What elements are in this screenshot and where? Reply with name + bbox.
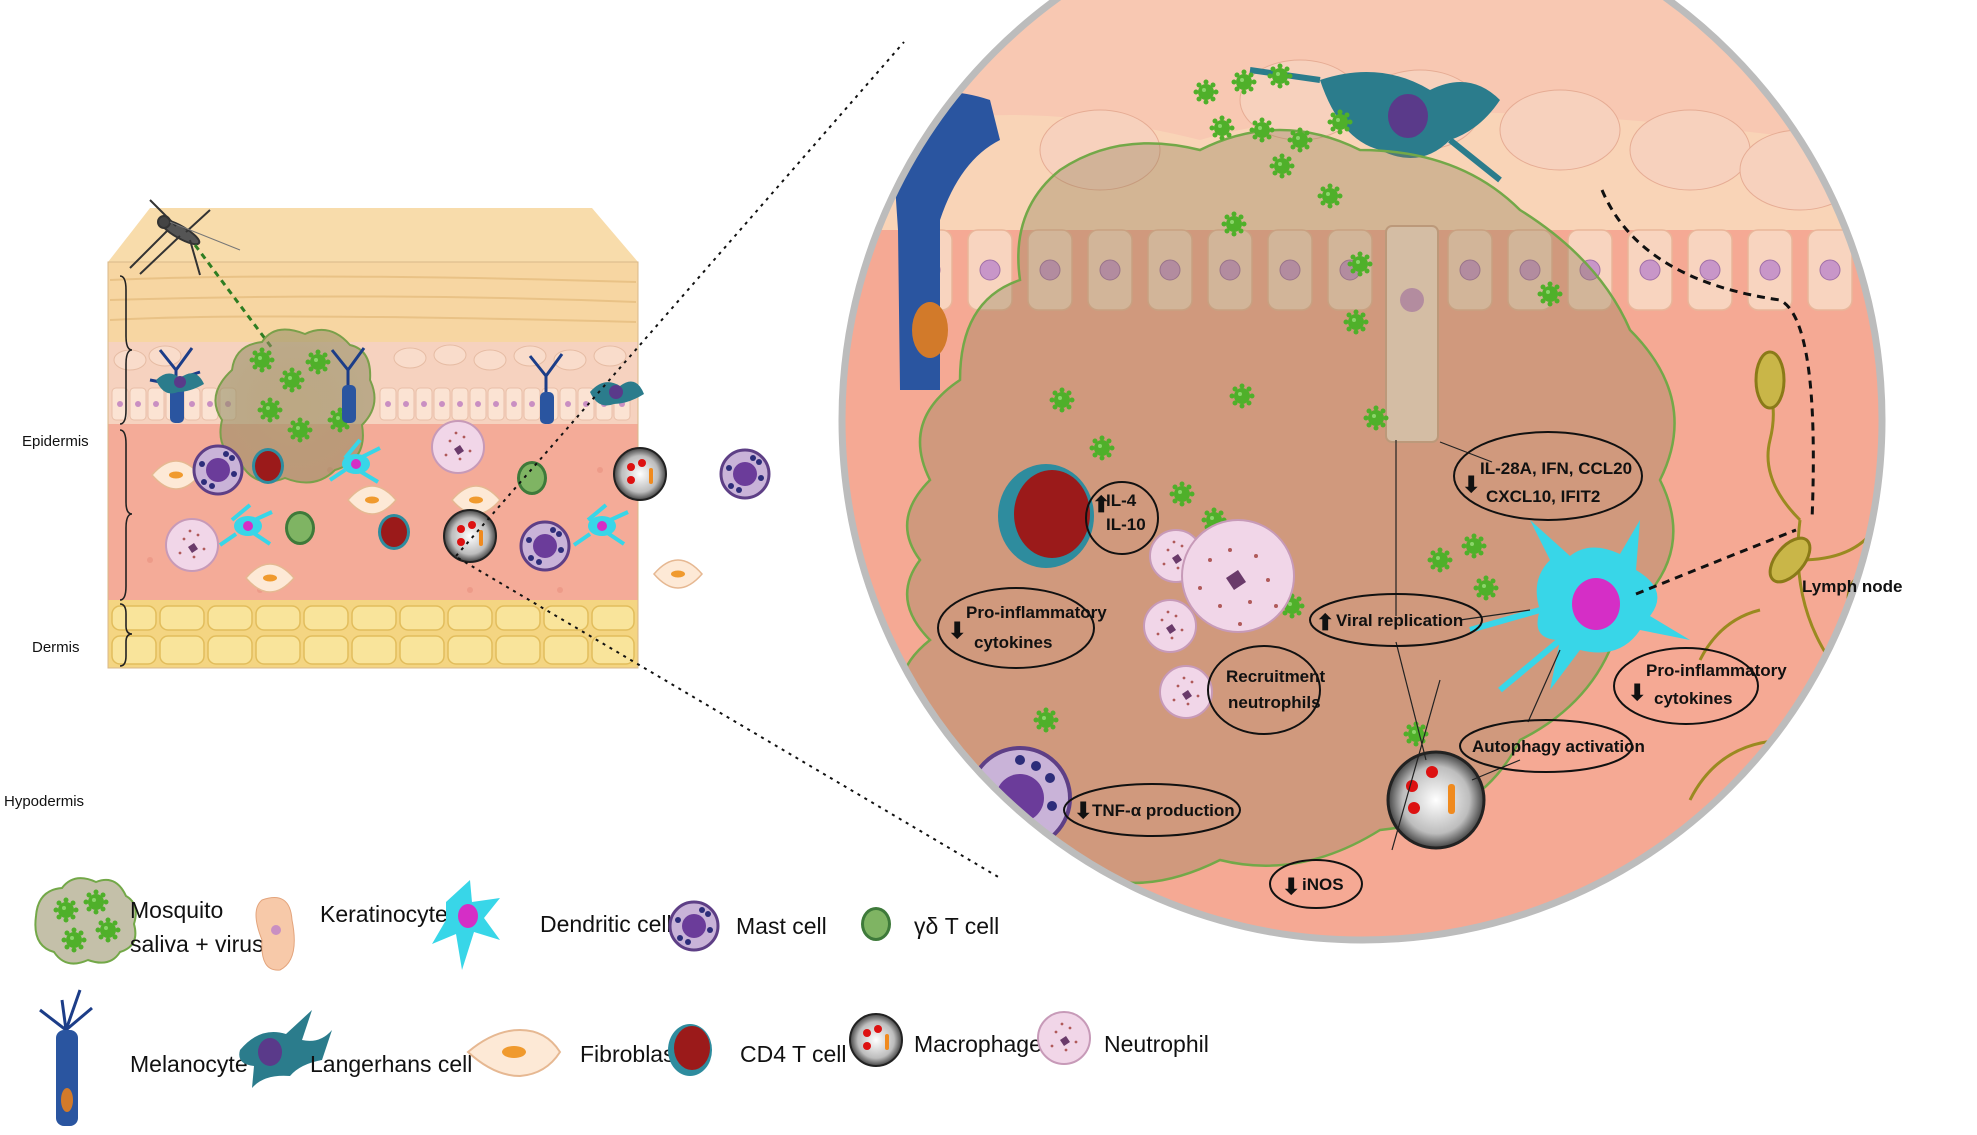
legend-saliva-virus: Mosquito saliva + virus	[34, 877, 264, 965]
legend-saliva-line1: Mosquito	[130, 897, 223, 923]
langerhans-cell-left	[156, 373, 204, 394]
legend-keratinocyte-label: Keratinocyte	[320, 901, 448, 927]
dermis-cells	[151, 420, 771, 593]
legend-dendritic-label: Dendritic cell	[540, 911, 672, 937]
il4-label: IL-4	[1106, 491, 1137, 510]
autophagy-label: Autophagy activation	[1472, 737, 1645, 756]
melanocyte-left	[149, 347, 201, 423]
migration-path-dendritic	[1635, 528, 1797, 596]
migration-path-langerhans	[1600, 189, 1815, 521]
epidermis-stratum-corneum	[108, 262, 638, 342]
recruitment-line1: Recruitment	[1226, 667, 1326, 686]
legend-saliva-line2: saliva + virus	[130, 931, 264, 957]
proinflam-right-line1: Pro-inflammatory	[1646, 661, 1787, 680]
dermis-label: Dermis	[32, 639, 80, 656]
annotation-recruitment: Recruitment neutrophils	[1207, 645, 1326, 735]
zoom-line-top	[455, 41, 905, 557]
down-arrow-icon: ⬇	[1282, 874, 1300, 899]
zoom-line-bottom	[457, 557, 1001, 879]
il10-label: IL-10	[1106, 515, 1146, 534]
down-arrow-icon: ⬇	[1462, 472, 1480, 497]
legend-neutrophil: Neutrophil	[1037, 1011, 1209, 1065]
melanocyte-mid	[330, 347, 366, 423]
lymph-node-label: Lymph node	[1802, 577, 1902, 596]
proinflam-left-line1: Pro-inflammatory	[966, 603, 1107, 622]
legend-fibroblast-label: Fibroblast	[580, 1041, 682, 1067]
legend-fibroblast: Fibroblast	[466, 1028, 682, 1078]
annotation-inos: ⬇ iNOS	[1269, 859, 1363, 909]
down-arrow-icon: ⬇	[948, 618, 966, 643]
down-arrow-icon: ⬇	[1628, 680, 1646, 705]
dendritic-cell-dermis-1	[328, 438, 381, 484]
epidermis-label: Epidermis	[22, 433, 89, 450]
legend-langerhans-label: Langerhans cell	[310, 1051, 472, 1077]
mast-cell-large	[968, 746, 1072, 850]
recruitment-line2: neutrophils	[1228, 693, 1321, 712]
proinflam-left-line2: cytokines	[974, 633, 1052, 652]
annotation-tnf: ⬇ TNF-α production	[1063, 783, 1241, 837]
dendritic-cell-dermis-3	[572, 503, 629, 547]
viral-replication-label: Viral replication	[1336, 611, 1463, 630]
up-arrow-icon: ⬆	[1316, 610, 1334, 635]
legend-macrophage-label: Macrophage	[914, 1031, 1042, 1057]
langerhans-cell-large	[1249, 67, 1502, 183]
annotation-il28: ⬇ IL-28A, IFN, CCL20 CXCL10, IFIT2	[1453, 431, 1643, 521]
legend-cd4-label: CD4 T cell	[740, 1041, 847, 1067]
legend-dendritic: Dendritic cell	[432, 880, 672, 970]
tnf-label: TNF-α production	[1092, 801, 1235, 820]
macrophage-large	[1386, 750, 1486, 850]
il28-line1: IL-28A, IFN, CCL20	[1480, 459, 1632, 478]
annotation-il4-il10: ⬆ IL-4 IL-10	[1085, 481, 1159, 555]
up-arrow-icon: ⬆	[1092, 492, 1110, 517]
annotation-viral-replication: ⬆ Viral replication	[1309, 593, 1483, 647]
proinflam-right-line2: cytokines	[1654, 689, 1732, 708]
legend-neutrophil-label: Neutrophil	[1104, 1031, 1209, 1057]
dendritic-cell-dermis-2	[218, 503, 273, 547]
layer-brackets	[119, 275, 133, 667]
zoom-circle: ⬆ IL-4 IL-10 ⬇ Pro-inflammatory cytokine…	[838, 0, 1902, 944]
melanocyte-large	[890, 92, 1000, 390]
legend-mast: Mast cell	[668, 900, 827, 952]
cd4-t-cell-large	[998, 464, 1094, 568]
legend-keratinocyte: Keratinocyte	[255, 897, 448, 971]
keratinocyte-basal-layer	[907, 225, 1853, 443]
legend-melanocyte: Melanocyte	[39, 989, 248, 1126]
legend-cd4: CD4 T cell	[668, 1024, 847, 1076]
skin-block-top-face	[108, 208, 638, 262]
annotation-proinflam-right: ⬇ Pro-inflammatory cytokines	[1613, 647, 1787, 725]
il28-line2: CXCL10, IFIT2	[1486, 487, 1600, 506]
saliva-cloud-zoom	[900, 128, 1676, 885]
neutrophil-cluster	[1143, 519, 1295, 719]
melanocyte-right	[528, 353, 564, 424]
legend-mast-label: Mast cell	[736, 913, 827, 939]
dendritic-cell-large	[1469, 520, 1690, 693]
inos-label: iNOS	[1302, 875, 1344, 894]
zoom-circle-border	[838, 0, 1886, 944]
legend-langerhans: Langerhans cell	[239, 1010, 472, 1088]
mosquito-icon	[129, 199, 241, 276]
legend-melanocyte-label: Melanocyte	[130, 1051, 248, 1077]
annotation-autophagy: Autophagy activation	[1459, 719, 1645, 773]
legend-gd-t-label: γδ T cell	[914, 913, 999, 939]
langerhans-cell-right	[590, 381, 644, 406]
legend-macrophage: Macrophage	[849, 1013, 1042, 1067]
legend: Mosquito saliva + virus Keratinocyte Den…	[34, 877, 1209, 1126]
annotation-proinflam-left: ⬇ Pro-inflammatory cytokines	[937, 587, 1107, 669]
down-arrow-icon: ⬇	[1074, 798, 1092, 823]
connector-lines	[1391, 440, 1561, 851]
hypodermis-label: Hypodermis	[4, 793, 84, 810]
skin-block	[107, 199, 771, 669]
legend-gd-t: γδ T cell	[861, 907, 999, 941]
